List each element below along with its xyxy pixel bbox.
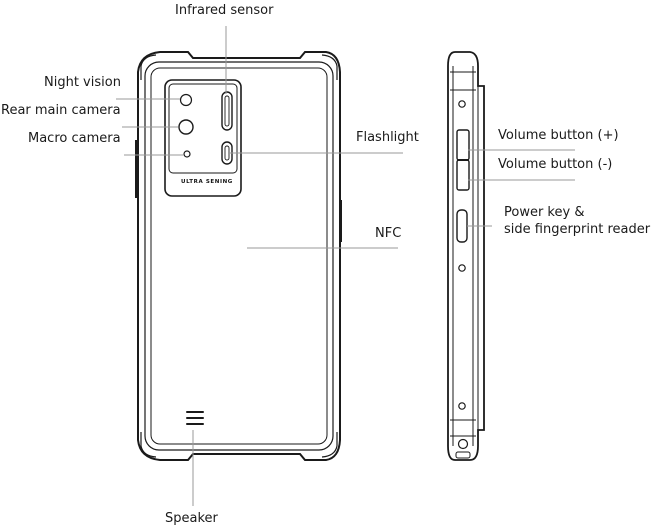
side-outer-shell bbox=[447, 51, 485, 461]
label-nfc: NFC bbox=[375, 226, 402, 241]
label-speaker: Speaker bbox=[165, 511, 218, 526]
screw-bottom bbox=[458, 402, 466, 410]
infrared-sensor-pill-inner bbox=[224, 95, 230, 127]
side-nub-right bbox=[339, 200, 342, 242]
corner-detail-tl bbox=[140, 54, 157, 80]
label-infrared-sensor: Infrared sensor bbox=[175, 3, 274, 18]
back-inner-panel bbox=[150, 67, 328, 445]
rear-main-camera-lens bbox=[178, 119, 194, 135]
label-volume-down: Volume button (-) bbox=[498, 157, 613, 172]
volume-down-button bbox=[456, 159, 470, 191]
label-rear-main-camera: Rear main camera bbox=[1, 103, 121, 118]
bottom-port bbox=[455, 451, 471, 459]
camera-module-outer bbox=[164, 79, 242, 197]
macro-camera-lens bbox=[183, 150, 191, 158]
flashlight-pill-inner bbox=[224, 145, 230, 161]
label-flashlight: Flashlight bbox=[356, 130, 419, 145]
power-key bbox=[456, 209, 468, 243]
label-volume-up: Volume button (+) bbox=[498, 128, 619, 143]
leader-lines bbox=[116, 26, 575, 506]
corner-detail-bl bbox=[140, 432, 157, 458]
label-power-key: Power key & bbox=[504, 205, 585, 220]
label-macro-camera: Macro camera bbox=[28, 131, 121, 146]
lanyard-hole bbox=[457, 438, 469, 450]
night-vision-lens bbox=[179, 93, 193, 107]
screw-top bbox=[458, 100, 466, 108]
volume-up-button bbox=[456, 129, 470, 161]
corner-detail-tr bbox=[321, 54, 338, 80]
back-outer-shell bbox=[137, 51, 341, 461]
phone-side-view bbox=[447, 51, 485, 461]
back-inner-body bbox=[144, 61, 334, 451]
screw-mid bbox=[458, 264, 466, 272]
side-nub-left bbox=[135, 140, 138, 198]
label-fingerprint-reader: side fingerprint reader bbox=[504, 222, 651, 237]
label-night-vision: Night vision bbox=[44, 75, 121, 90]
camera-module-inner bbox=[168, 83, 238, 174]
camera-brand-text: ULTRA SENING bbox=[181, 179, 233, 185]
phone-back-view bbox=[135, 51, 342, 461]
infrared-sensor-pill bbox=[221, 91, 233, 131]
corner-detail-br bbox=[321, 432, 338, 458]
